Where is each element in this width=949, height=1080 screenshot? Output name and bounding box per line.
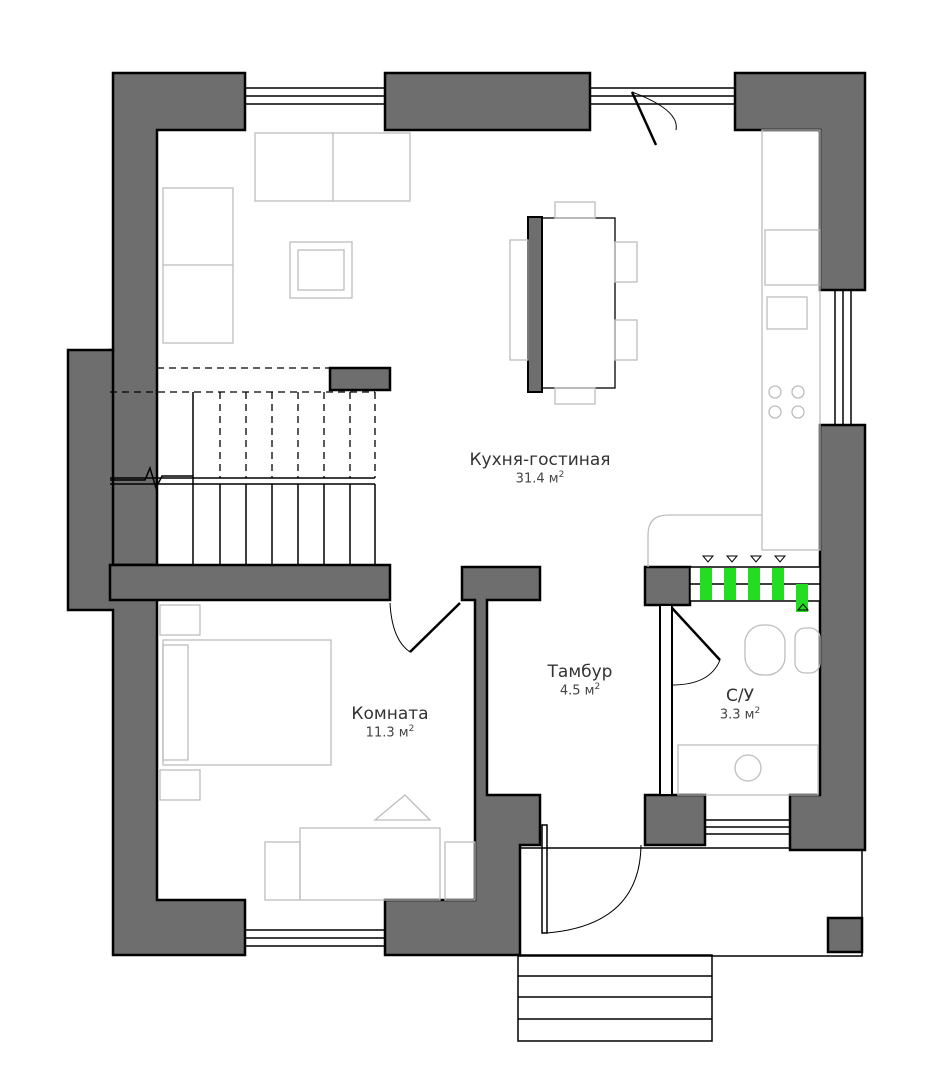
terrace (517, 847, 864, 1042)
room-area: 11.3 м2 (365, 724, 415, 741)
staircase (110, 367, 376, 565)
doors (389, 91, 721, 934)
room-name: Тамбур (547, 662, 613, 682)
room-area: 31.4 м2 (515, 470, 565, 487)
room-label-bedroom: Комната 11.3 м2 (330, 704, 450, 740)
room-name: С/У (726, 686, 754, 706)
room-label-bathroom: С/У 3.3 м2 (700, 686, 780, 722)
room-name: Комната (351, 704, 429, 724)
heating-radiator (689, 555, 821, 612)
room-area: 3.3 м2 (719, 706, 761, 723)
room-label-vestibule: Тамбур 4.5 м2 (530, 662, 630, 698)
furniture (159, 129, 821, 901)
walls (66, 71, 867, 957)
room-area: 4.5 м2 (559, 682, 601, 699)
room-name: Кухня-гостиная (469, 450, 611, 470)
windows (244, 87, 852, 947)
room-label-kitchen-living: Кухня-гостиная 31.4 м2 (440, 450, 640, 486)
